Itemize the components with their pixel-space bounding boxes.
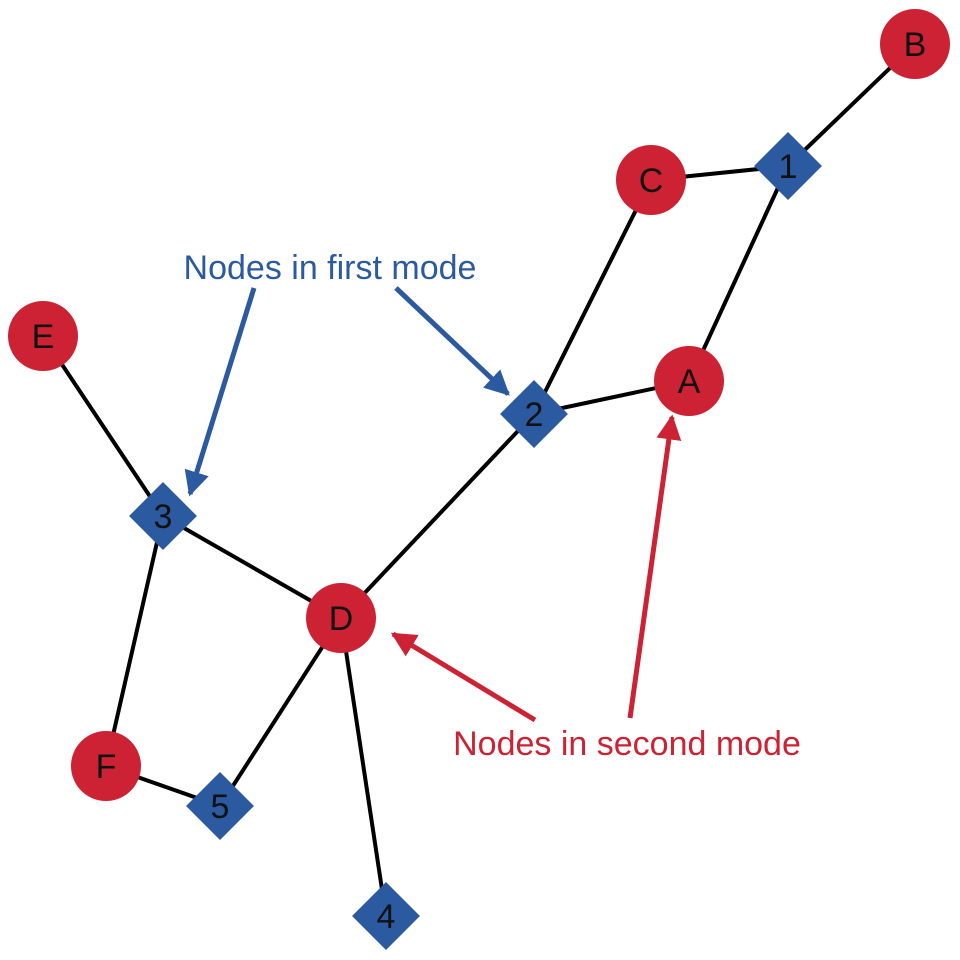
node-label-f: F (96, 748, 117, 786)
edge-d-4 (339, 617, 388, 917)
circle-shape (8, 301, 78, 371)
arrow-second-mode-to-a (627, 414, 682, 719)
edge-d-2 (339, 412, 536, 620)
node-4: 4 (352, 882, 420, 950)
node-d: D (306, 583, 376, 653)
node-3: 3 (129, 482, 197, 550)
node-label-3: 3 (154, 498, 173, 536)
circle-shape (616, 145, 686, 215)
node-label-a: A (678, 363, 701, 401)
first-mode-annotation: Nodes in first mode (184, 249, 477, 287)
node-f: F (71, 731, 141, 801)
edge-c-2 (532, 179, 653, 415)
node-label-e: E (32, 318, 55, 356)
node-e: E (8, 301, 78, 371)
node-label-b: B (904, 26, 927, 64)
node-b: B (880, 9, 950, 79)
edge-a-1 (687, 165, 790, 382)
node-label-1: 1 (779, 148, 798, 186)
arrow-first-mode-to-3 (184, 287, 257, 497)
node-c: C (616, 145, 686, 215)
second-mode-nodes: A B C D E F (8, 9, 950, 801)
node-label-c: C (639, 162, 664, 200)
arrow-second-mode-to-d (390, 631, 537, 723)
circle-shape (880, 9, 950, 79)
node-label-2: 2 (525, 396, 544, 434)
node-a: A (654, 346, 724, 416)
circle-shape (306, 583, 376, 653)
edge-d-5 (218, 616, 343, 808)
circle-shape (654, 346, 724, 416)
arrow-first-mode-to-2 (394, 286, 510, 396)
annotation-arrows (184, 286, 682, 723)
node-5: 5 (186, 772, 254, 840)
node-label-d: D (329, 600, 354, 638)
edge-e-3 (41, 334, 165, 518)
node-label-5: 5 (211, 788, 230, 826)
circle-shape (71, 731, 141, 801)
edge-f-3 (104, 515, 165, 767)
second-mode-annotation: Nodes in second mode (453, 725, 801, 763)
node-label-4: 4 (377, 898, 396, 936)
